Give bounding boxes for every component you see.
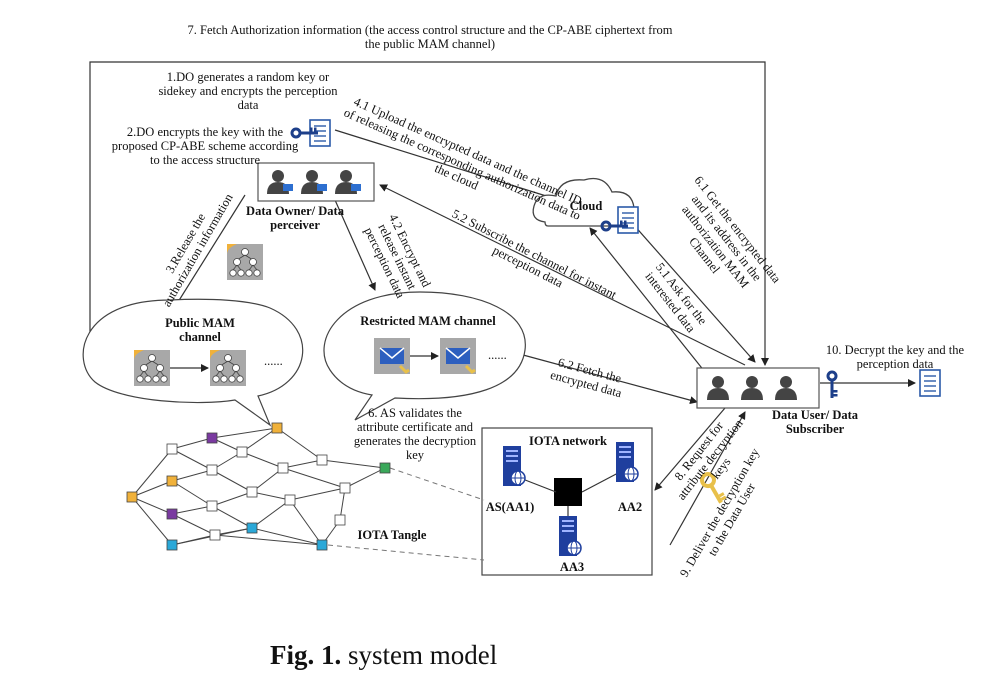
arrow-6-2 bbox=[511, 351, 698, 405]
owner-tree-icon bbox=[226, 243, 264, 281]
data-user-group bbox=[696, 367, 941, 409]
tangle-tx bbox=[284, 494, 296, 506]
iota-tangle-label: IOTA Tangle bbox=[357, 528, 427, 542]
step-6-label: 6. AS validates the attribute certificat… bbox=[353, 406, 477, 462]
aa3-label: AA3 bbox=[559, 560, 585, 574]
figure-caption: Fig. 1. system model bbox=[270, 640, 497, 671]
tangle-tx bbox=[166, 443, 178, 455]
tangle-tx bbox=[277, 462, 289, 474]
public-mam-ellipsis: ...... bbox=[264, 354, 283, 368]
iota-network-label: IOTA network bbox=[529, 434, 607, 448]
step-2-label: 2.DO encrypts the key with the proposed … bbox=[111, 125, 299, 167]
data-owner-label: Data Owner/ Data perceiver bbox=[246, 204, 344, 232]
tangle-tx bbox=[334, 514, 346, 526]
tangle-tx-orange bbox=[271, 422, 283, 434]
restricted-mam-ellipsis: ...... bbox=[488, 348, 507, 362]
iota-network-box bbox=[481, 427, 653, 576]
tangle-transactions bbox=[126, 422, 391, 551]
arrow-4-1 bbox=[334, 129, 576, 207]
public-mam-callout bbox=[82, 298, 304, 427]
decryption-key-icon bbox=[700, 472, 727, 504]
step-7-label: 7. Fetch Authorization information (the … bbox=[187, 23, 673, 51]
tangle-tx bbox=[246, 486, 258, 498]
as-aa1-label: AS(AA1) bbox=[485, 500, 535, 514]
arrow-5-2 bbox=[379, 184, 746, 366]
step-7-connector bbox=[89, 61, 769, 366]
tangle-tx-purple bbox=[166, 508, 178, 520]
tangle-network-dashes bbox=[327, 467, 485, 561]
arrow-3 bbox=[167, 194, 246, 319]
step-1-label: 1.DO generates a random key or sidekey a… bbox=[158, 70, 338, 112]
caption-prefix: Fig. 1. bbox=[270, 640, 342, 670]
tangle-tx bbox=[206, 464, 218, 476]
tangle-tx-orange bbox=[126, 491, 138, 503]
data-owner-group bbox=[226, 162, 375, 281]
arrow-5-1 bbox=[589, 227, 706, 373]
decrypted-doc-icon bbox=[919, 369, 941, 397]
caption-text: system model bbox=[341, 640, 498, 670]
tangle-tx bbox=[236, 446, 248, 458]
tangle-tx-orange bbox=[166, 475, 178, 487]
step-10-label: 10. Decrypt the key and the perception d… bbox=[825, 343, 965, 371]
tangle-tx-green bbox=[379, 462, 391, 474]
arrow-6-1 bbox=[624, 214, 756, 363]
aa2-label: AA2 bbox=[617, 500, 643, 514]
iota-tangle-graph bbox=[131, 427, 386, 546]
arrow-4-2 bbox=[334, 199, 376, 291]
public-mam-label: Public MAM channel bbox=[165, 316, 235, 344]
restricted-mam-callout bbox=[323, 291, 526, 421]
tangle-tx bbox=[206, 500, 218, 512]
arrow-8 bbox=[654, 407, 726, 491]
arrow-9 bbox=[669, 411, 746, 546]
flow-arrows bbox=[167, 129, 916, 546]
restricted-mam-label: Restricted MAM channel bbox=[360, 314, 496, 328]
tangle-tx bbox=[339, 482, 351, 494]
tangle-tx-purple bbox=[206, 432, 218, 444]
tangle-tx-cyan bbox=[246, 522, 258, 534]
cloud-icon bbox=[532, 177, 639, 234]
tangle-tx bbox=[316, 454, 328, 466]
tangle-tx-cyan bbox=[316, 539, 328, 551]
tangle-tx bbox=[209, 529, 221, 541]
data-user-label: Data User/ Data Subscriber bbox=[771, 408, 859, 436]
cloud-label: Cloud bbox=[569, 199, 603, 213]
tangle-tx-cyan bbox=[166, 539, 178, 551]
